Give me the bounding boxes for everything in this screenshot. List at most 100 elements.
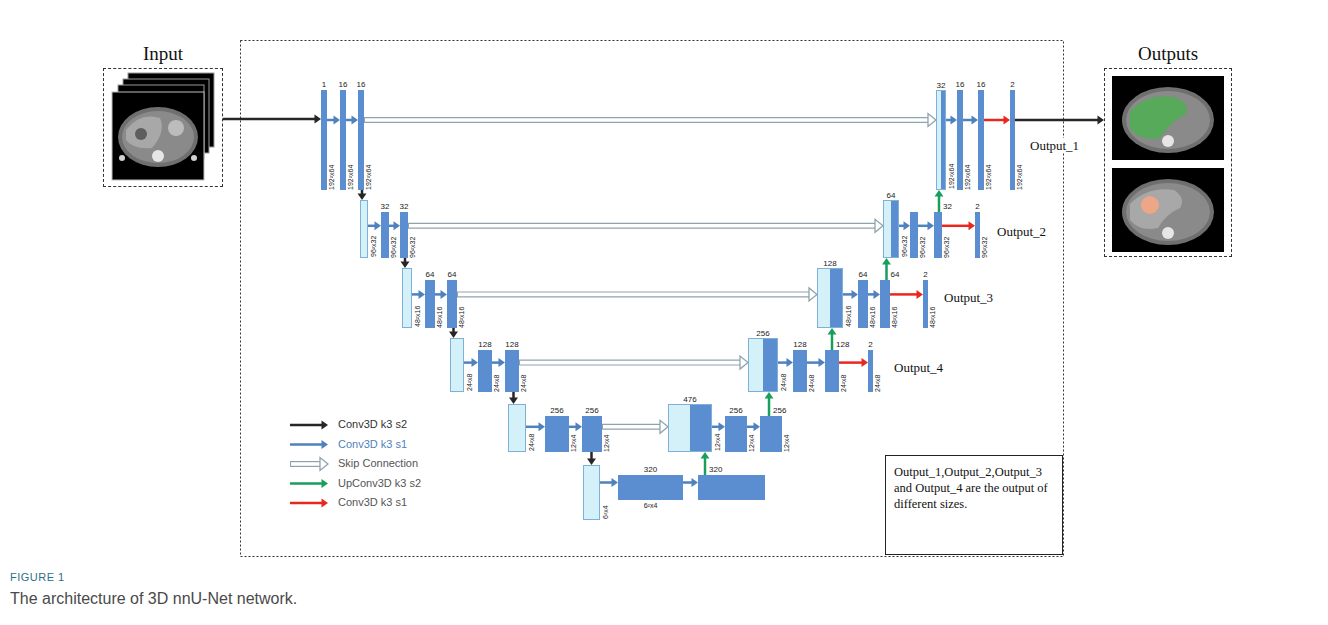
arrow-connector (747, 422, 760, 431)
size-label: 192²x64 (328, 165, 336, 190)
arrow-line (778, 361, 788, 364)
size-label: 48²x16 (929, 307, 937, 328)
arrow-connector (401, 258, 410, 268)
arrow-connector (346, 116, 358, 125)
input-ct-stack (112, 73, 214, 180)
strided-feature-map: 24²x8 (508, 404, 526, 452)
legend-sample (290, 479, 328, 488)
arrow-line (839, 361, 863, 364)
size-label: 12²x4 (603, 434, 611, 452)
feature-map: 12824²x8 (505, 350, 519, 392)
arrow-head (660, 420, 668, 433)
skip-line-core (409, 224, 878, 228)
output-label: Output_3 (942, 290, 995, 305)
feature-map: 1192²x64 (321, 90, 327, 190)
feature-map: 16192²x64 (957, 90, 963, 190)
concat-feature-map: 32192²x64 (936, 90, 946, 190)
concat-feature-map: 6496²x32 (883, 200, 899, 258)
arrow-connector (569, 422, 582, 431)
strided-feature-map: 96²x32 (360, 200, 368, 258)
channel-count: 256 (756, 329, 769, 338)
feature-map: 3206²x4 (618, 475, 683, 500)
feature-map: 3296²x32 (934, 212, 942, 258)
legend-text: Conv3D k3 s2 (338, 418, 407, 431)
feature-map: 25612²x4 (760, 416, 782, 452)
size-label: 12²x4 (714, 433, 722, 451)
arrow-connector (412, 290, 425, 299)
arrow-connector (890, 290, 923, 299)
arrow-head (882, 258, 891, 265)
feature-map: 3296²x32 (381, 212, 389, 258)
arrow-connector (509, 392, 518, 404)
arrow-line (984, 119, 1005, 122)
arrow-connector (587, 452, 596, 465)
channel-count: 256 (773, 406, 786, 415)
arrow-head (322, 421, 329, 430)
arrow-line (600, 481, 613, 484)
size-label: 24²x8 (466, 373, 474, 391)
arrow-head (322, 440, 329, 449)
arrow-connector (828, 328, 837, 350)
skip-line-core (458, 293, 812, 297)
size-label: 24²x8 (808, 374, 816, 392)
channel-count: 32 (381, 202, 390, 211)
feature-map: 25612²x4 (725, 416, 747, 452)
skip-connection (602, 420, 668, 433)
arrow-connector (701, 452, 710, 475)
arrow-line (412, 293, 420, 296)
arrow-line (683, 481, 693, 484)
panel-heading: Outputs (1138, 43, 1198, 65)
feature-map: 6448²x16 (858, 280, 868, 328)
image-panel: Input (103, 68, 223, 187)
arrow-connector (843, 290, 858, 299)
channel-count: 128 (793, 340, 806, 349)
channel-count: 2 (1010, 80, 1014, 89)
arrow-connector (600, 478, 618, 487)
channel-count: 128 (478, 340, 491, 349)
arrow-connector (1015, 116, 1104, 125)
feature-map: 96²x32 (910, 212, 918, 258)
size-label: 24²x8 (780, 373, 788, 391)
output-ct-tumor (1112, 168, 1224, 252)
size-label: 192²x64 (985, 165, 993, 190)
arrow-connector (765, 392, 774, 416)
arrow-connector (868, 290, 880, 299)
size-label: 48²x16 (891, 307, 899, 328)
channel-count: 64 (448, 270, 457, 279)
arrow-line (918, 225, 929, 228)
size-label: 6²x4 (602, 505, 610, 519)
output-ct-liver (1112, 76, 1224, 160)
arrow-line (712, 426, 720, 429)
channel-count: 256 (550, 406, 563, 415)
feature-map: 296²x32 (975, 212, 980, 258)
feature-map: 3296²x32 (400, 212, 408, 258)
arrow-line (843, 293, 853, 296)
panel-heading: Input (143, 43, 183, 65)
arrow-line (368, 225, 376, 228)
channel-count: 64 (426, 270, 435, 279)
feature-map: 6448²x16 (880, 280, 890, 328)
skip-connection (408, 219, 883, 232)
arrow-line (831, 334, 834, 351)
feature-map: 12824²x8 (478, 350, 492, 392)
size-label: 96²x32 (919, 237, 927, 258)
size-label: 96²x32 (943, 237, 951, 258)
feature-map: 25612²x4 (582, 416, 602, 452)
size-label: 192²x64 (365, 165, 373, 190)
size-label: 24²x8 (493, 374, 501, 392)
arrow-line (890, 293, 918, 296)
size-label: 48²x16 (845, 306, 853, 327)
size-label: 48²x16 (414, 306, 422, 327)
channel-count: 64 (859, 270, 868, 279)
arrow-line (768, 398, 771, 417)
arrow-connector (526, 422, 545, 431)
concat-feature-map: 47612²x4 (668, 404, 712, 452)
size-label: 192²x64 (964, 165, 972, 190)
size-label: 48²x16 (869, 307, 877, 328)
skip-connection (364, 114, 936, 127)
arrow-connector (435, 290, 447, 299)
arrow-head (809, 288, 817, 301)
strided-feature-map: 24²x8 (450, 338, 464, 392)
feature-map: 16192²x64 (340, 90, 346, 190)
